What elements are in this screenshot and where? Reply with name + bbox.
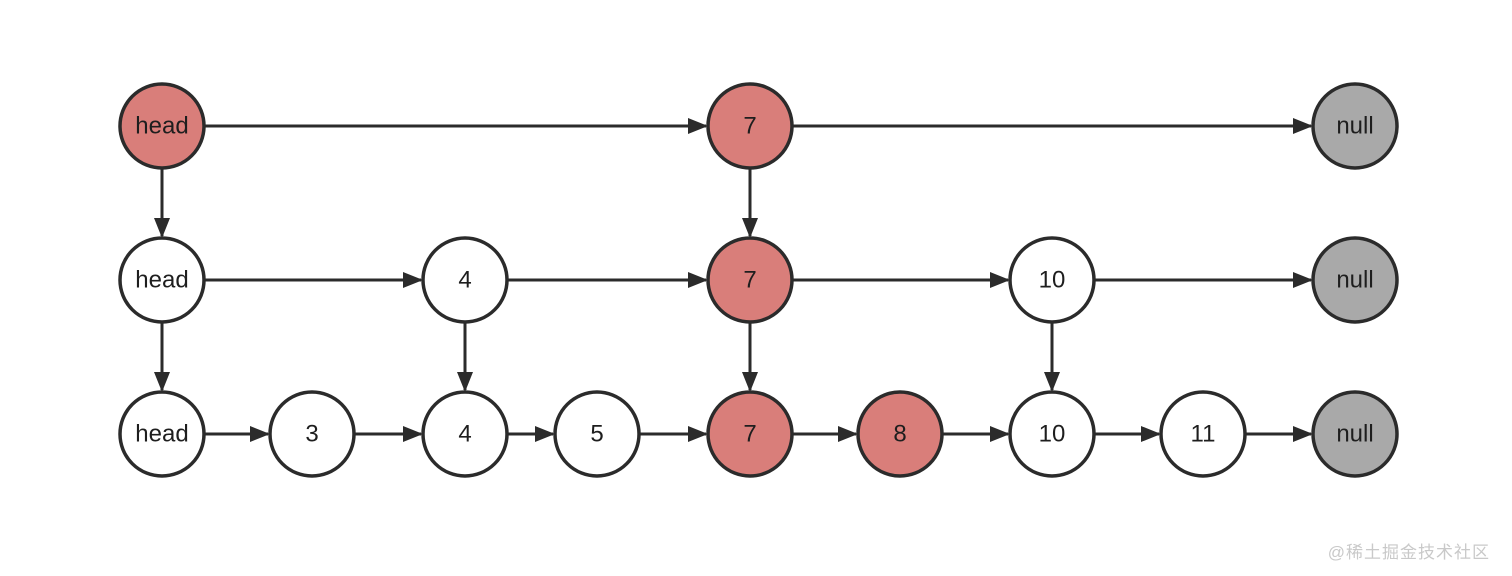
node-n5-l0: 5 <box>553 390 641 478</box>
node-n10-l1: 10 <box>1008 236 1096 324</box>
node-n11-l0: 11 <box>1159 390 1247 478</box>
node-head-l2: head <box>118 82 206 170</box>
node-n7-l2: 7 <box>706 82 794 170</box>
node-n7-l0: 7 <box>706 390 794 478</box>
node-n3-l0: 3 <box>268 390 356 478</box>
node-head-l1: head <box>118 236 206 324</box>
node-n7-l1: 7 <box>706 236 794 324</box>
node-null-l0: null <box>1311 390 1399 478</box>
node-n4-l1: 4 <box>421 236 509 324</box>
node-n8-l0: 8 <box>856 390 944 478</box>
watermark: @稀土掘金技术社区 <box>1327 543 1490 562</box>
node-null-l1: null <box>1311 236 1399 324</box>
node-head-l0: head <box>118 390 206 478</box>
node-null-l2: null <box>1311 82 1399 170</box>
node-n10-l0: 10 <box>1008 390 1096 478</box>
node-n4-l0: 4 <box>421 390 509 478</box>
